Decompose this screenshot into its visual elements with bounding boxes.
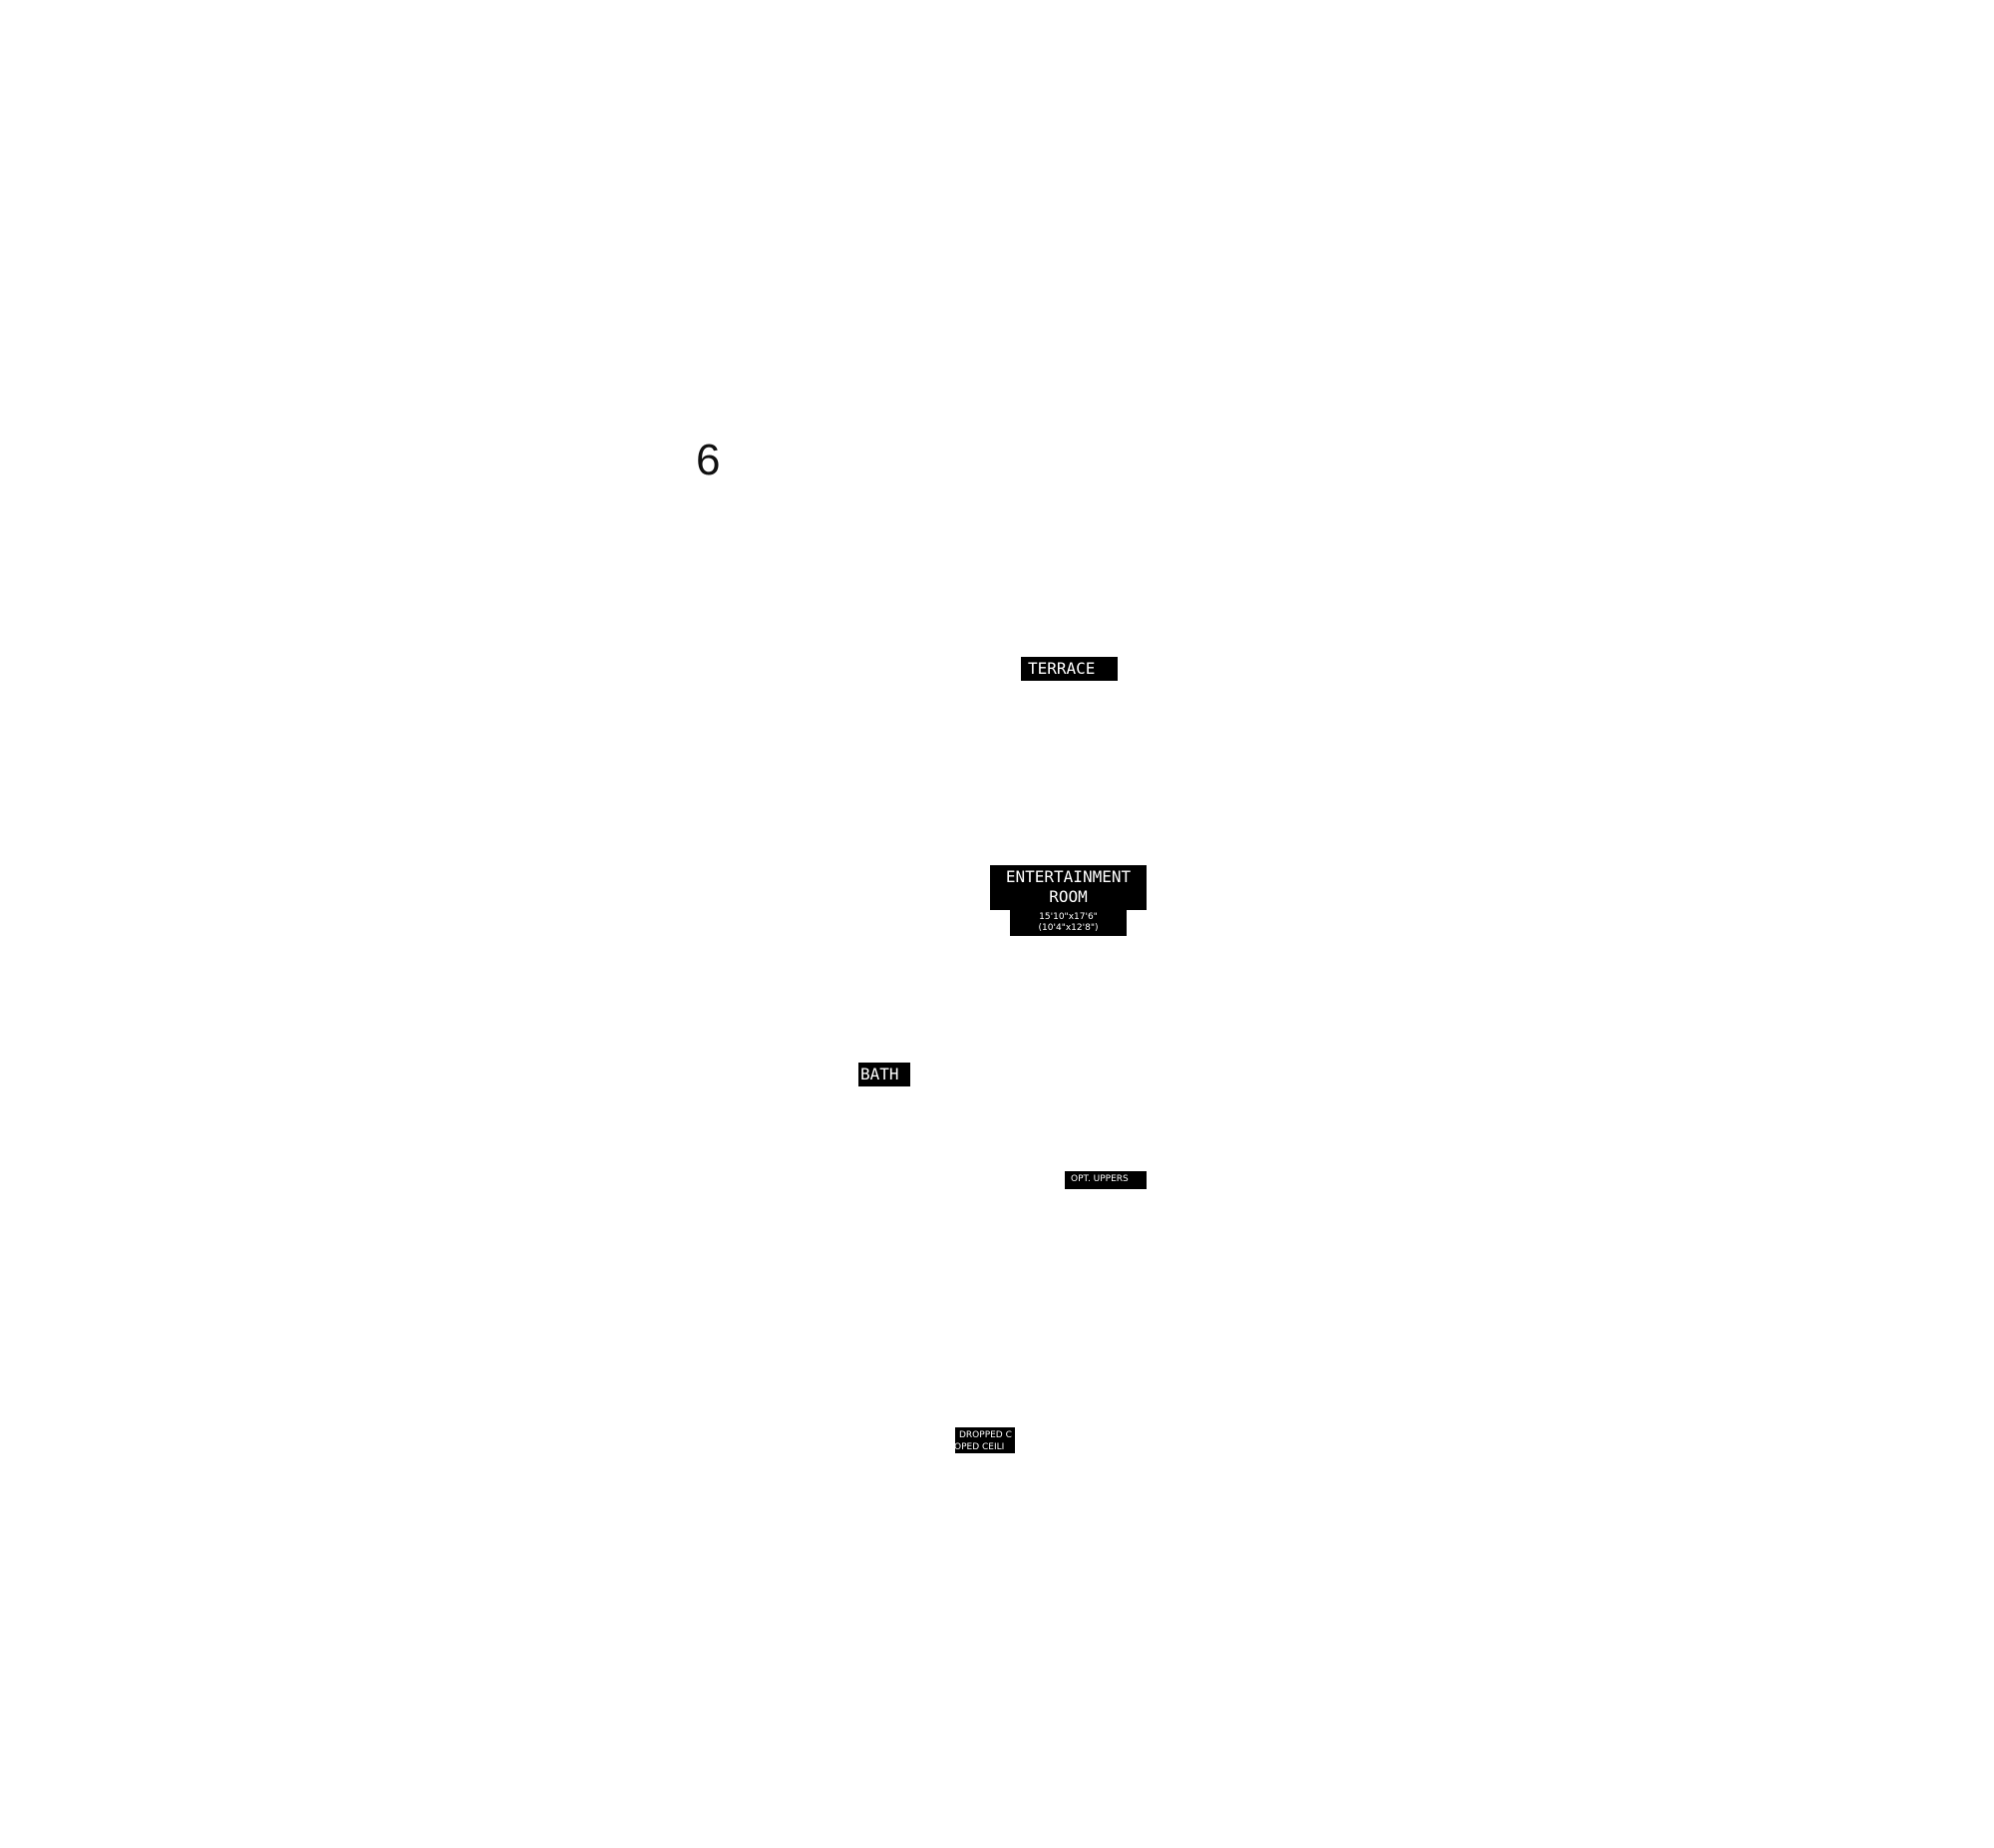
dropped-ceiling-label-line1: DROPPED C <box>959 1430 1012 1440</box>
opt-uppers-label: OPT. UPPERS <box>1065 1171 1147 1189</box>
opt-uppers-label-text: OPT. UPPERS <box>1071 1174 1129 1184</box>
entertainment-room-dimensions-alt: (10'4"x12'8") <box>1038 923 1099 933</box>
dropped-ceiling-label-line2: OPED CEILI <box>955 1442 1005 1452</box>
bath-label-text: BATH <box>860 1065 899 1083</box>
terrace-label-text: TERRACE <box>1028 659 1096 678</box>
entertainment-room-dimensions-imperial: 15'10"x17'6" <box>1039 912 1098 922</box>
entertainment-room-label: ENTERTAINMENT ROOM <box>990 865 1147 910</box>
bath-label: BATH <box>858 1063 910 1086</box>
entertainment-room-label-line1: ENTERTAINMENT <box>1005 867 1132 886</box>
sheet-number: 6 <box>696 436 721 484</box>
dropped-ceiling-label: DROPPED C OPED CEILI <box>955 1427 1015 1453</box>
entertainment-room-label-line2: ROOM <box>1049 887 1088 906</box>
entertainment-room-dimensions: 15'10"x17'6" (10'4"x12'8") <box>1010 910 1127 936</box>
terrace-label: TERRACE <box>1021 657 1118 681</box>
